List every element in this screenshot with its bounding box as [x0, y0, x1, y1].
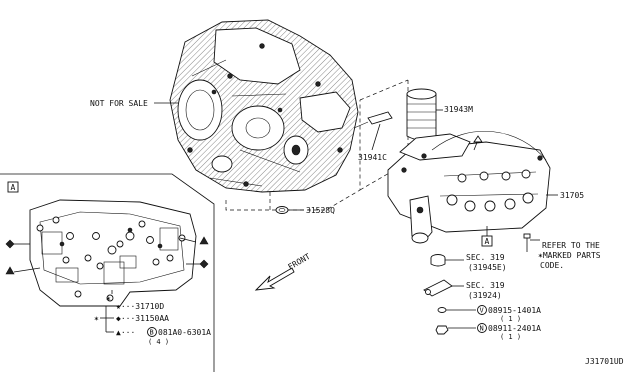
triangle-marker-left — [5, 266, 15, 275]
bolt-n-label: 08911-2401A — [488, 324, 541, 333]
bolt-n-part — [435, 325, 449, 335]
valve-arrow-head — [473, 135, 483, 143]
refer-line-3: CODE. — [540, 261, 564, 270]
triangle-marker-right — [199, 236, 209, 245]
valve-bolt — [523, 233, 531, 252]
front-label: FRONT — [287, 252, 313, 272]
sec319-b-label: SEC. 319 — [466, 281, 505, 290]
part-31943m-label: 31943M — [444, 105, 473, 114]
part-31941c-label: 31941C — [358, 153, 387, 162]
sec319-bracket-part — [423, 279, 453, 297]
oil-strainer-part — [406, 88, 437, 141]
diamond-marker-left — [5, 239, 15, 249]
legend-row-3-prefix: ▲··· — [116, 328, 135, 337]
bolt-v-qty: ( 1 ) — [500, 315, 521, 323]
diamond-marker-right — [199, 259, 209, 269]
refer-line-1: REFER TO THE — [542, 241, 600, 250]
part-31528q-label: 31528Q — [306, 206, 335, 215]
diagram-id: J31701UD — [585, 357, 624, 366]
circle-b-icon — [147, 327, 157, 337]
part-31941c-leader — [371, 123, 381, 151]
legend-row-3-code: 081A0-6301A — [158, 328, 211, 337]
detail-view-a: A ✶ — [0, 173, 215, 372]
bolt-v-part — [437, 307, 447, 313]
part-31705-label: 31705 — [560, 191, 584, 200]
detail-a-marker-text: A — [11, 183, 16, 192]
circle-b-letter: B — [150, 329, 154, 337]
circle-n-icon — [477, 323, 487, 333]
legend-row-2: ◆···31150AA — [116, 314, 169, 323]
circle-n-letter: N — [480, 325, 484, 333]
control-valve-assembly — [387, 130, 551, 244]
sec319-a-label: SEC. 319 — [466, 253, 505, 262]
bolt-n-qty: ( 1 ) — [500, 333, 521, 341]
legend-row-1: ★···31710D — [116, 302, 164, 311]
front-arrow — [254, 267, 295, 291]
star-marker: ✶ — [106, 294, 111, 303]
gasket-part-31941c — [353, 111, 393, 129]
sec319-b-sub: (31924) — [468, 291, 502, 300]
circle-v-icon — [477, 305, 487, 315]
sec319-a-sub: (31945E) — [468, 263, 507, 272]
refer-line-2: ✶MARKED PARTS — [538, 251, 601, 260]
legend-row-3-qty: ( 4 ) — [148, 338, 169, 346]
circle-v-letter: V — [480, 307, 485, 315]
legend-asterisk: ✶ — [94, 314, 99, 323]
exploded-view-outline — [225, 79, 409, 211]
sec319-plug-part — [430, 254, 446, 267]
oring-part-31528q — [275, 206, 289, 214]
not-for-sale-label: NOT FOR SALE — [90, 99, 148, 108]
section-a-marker-text: A — [485, 237, 490, 246]
bolt-v-label: 08915-1401A — [488, 306, 541, 315]
transmission-case — [169, 19, 359, 193]
detail-a-marker — [7, 181, 19, 193]
